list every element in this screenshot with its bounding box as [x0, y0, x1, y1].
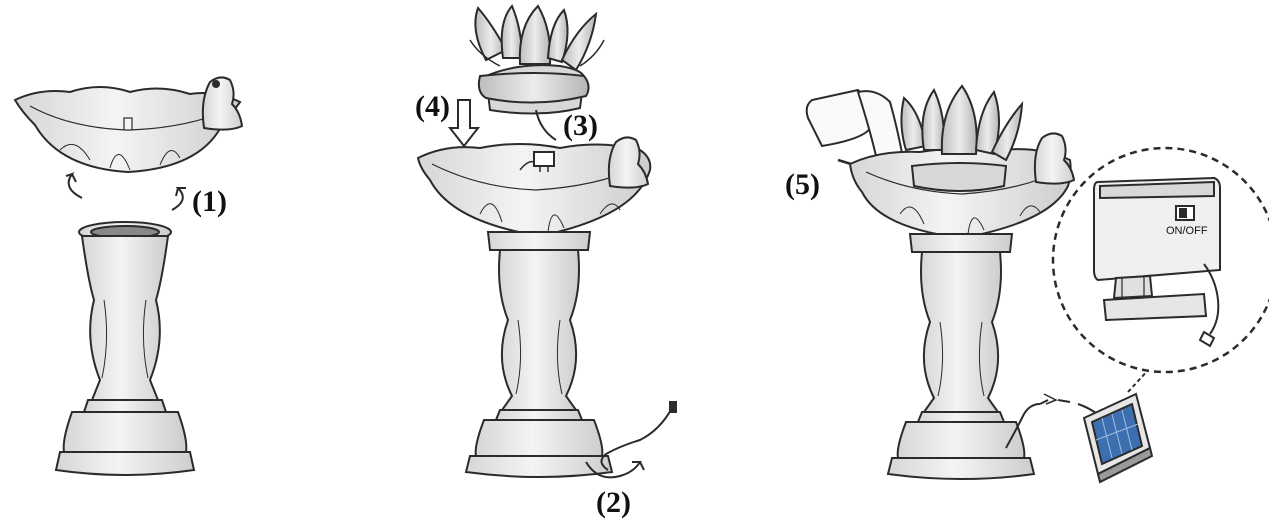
figure-3-fill-and-solar — [807, 86, 1269, 482]
rotate-arrow-right — [172, 188, 186, 210]
pedestal-1 — [56, 222, 194, 475]
figure-1-bowl-and-pedestal — [15, 77, 242, 475]
lotus-installed — [901, 86, 1022, 191]
cable-plug — [670, 402, 676, 412]
pedestal-2 — [466, 232, 612, 477]
down-arrow — [450, 100, 478, 146]
connect-arrow — [1044, 394, 1056, 404]
figure-2-pump-install — [418, 6, 676, 477]
lotus-cable — [536, 110, 556, 140]
pump-body — [534, 152, 554, 166]
step-label-3: (3) — [563, 111, 598, 141]
step-label-1: (1) — [192, 187, 227, 217]
step-label-4: (4) — [415, 92, 450, 122]
step-label-2: (2) — [596, 488, 631, 518]
switch-label: ON/OFF — [1166, 226, 1208, 237]
lotus-top-lifted — [470, 6, 604, 114]
pump-power-cable — [601, 408, 672, 470]
rotate-arrow-left — [66, 174, 82, 198]
detail-callout — [1053, 148, 1269, 372]
solar-panel — [1084, 394, 1152, 482]
pedestal-3 — [888, 234, 1034, 479]
step-label-5: (5) — [785, 170, 820, 200]
